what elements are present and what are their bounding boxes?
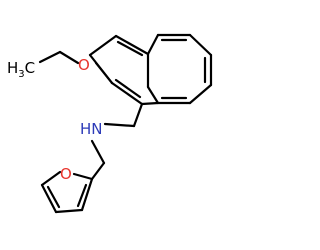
- bond: [90, 139, 106, 165]
- bond: [146, 85, 160, 105]
- bond: [116, 40, 144, 57]
- bond: [94, 61, 114, 85]
- ether-oxygen-label: O: [78, 56, 90, 74]
- bond: [46, 185, 61, 209]
- bond: [40, 183, 58, 214]
- bond: [58, 50, 80, 65]
- bond: [38, 50, 62, 64]
- furan-oxygen-label: O: [60, 165, 72, 183]
- bond: [88, 34, 118, 57]
- bond: [188, 83, 213, 105]
- bond: [188, 33, 213, 57]
- methyl-label: H3C: [7, 59, 35, 80]
- structure-svg: H3C O HN O: [7, 33, 213, 214]
- bond: [80, 177, 94, 212]
- bond: [103, 122, 136, 128]
- molecule-diagram: H3C O HN O: [7, 33, 213, 214]
- bond: [90, 161, 106, 181]
- bond: [54, 208, 84, 214]
- bond: [140, 101, 160, 106]
- bond: [146, 33, 160, 56]
- bond: [132, 102, 144, 128]
- amine-nitrogen-label: HN: [80, 120, 103, 138]
- bond: [114, 34, 150, 56]
- bond: [76, 183, 88, 208]
- bond: [114, 78, 142, 99]
- bond: [110, 81, 144, 106]
- bond: [40, 170, 62, 187]
- bond: [72, 172, 94, 181]
